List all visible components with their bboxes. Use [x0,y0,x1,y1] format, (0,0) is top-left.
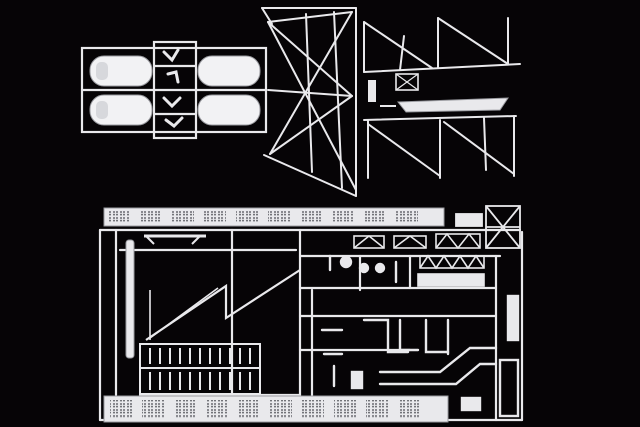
rods-and-hoses [125,234,301,359]
tank-sprue [80,40,268,140]
small-parts-upper [368,73,509,113]
ladder-block [139,343,261,395]
tank-parts [89,48,261,128]
pipe-fittings [320,254,520,418]
lattice-tower [455,205,521,249]
truss-sprue [261,7,521,197]
truss-panels [353,232,485,287]
vent-strips [103,207,449,423]
